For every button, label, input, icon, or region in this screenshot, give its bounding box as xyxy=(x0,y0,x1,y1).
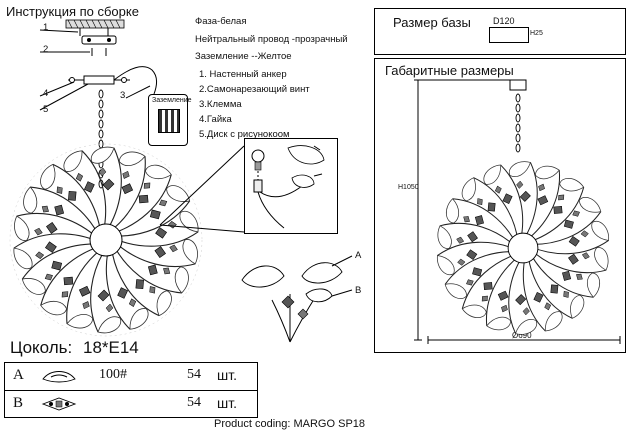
part-item: 2.Самонарезающий винт xyxy=(199,84,310,95)
dim-height: H1050 xyxy=(398,184,419,191)
terminal-block-drawing: Заземление xyxy=(148,94,192,146)
base-size-title: Размер базы xyxy=(393,15,471,30)
base-height: H25 xyxy=(530,30,543,37)
item-letter: A xyxy=(13,367,24,383)
detail-label-b: B xyxy=(355,285,362,296)
chandelier-drawing-right xyxy=(434,161,612,335)
part-item: 4.Гайка xyxy=(199,114,232,125)
table-row: A 100# 54 шт. xyxy=(5,363,257,391)
parts-list: 1. Настенный анкер 2.Самонарезающий винт… xyxy=(199,67,310,142)
wiring-phase: Фаза-белая xyxy=(195,16,247,27)
item-qty: 54 xyxy=(187,395,201,410)
dimensions-panel: Габаритные размеры xyxy=(374,58,626,353)
socket-label: Цоколь: xyxy=(10,338,73,357)
callout-5: 5 xyxy=(43,104,49,115)
part-item: 3.Клемма xyxy=(199,99,242,110)
base-diameter: D120 xyxy=(493,16,515,26)
table-row: B 54 шт. xyxy=(5,390,257,417)
socket-value: 18*E14 xyxy=(82,338,139,357)
items-table: A 100# 54 шт. B 54 шт. xyxy=(4,362,258,418)
item-b-icon xyxy=(41,397,77,411)
item-unit: шт. xyxy=(217,367,237,383)
base-plate-drawing xyxy=(489,27,529,43)
item-code: 100# xyxy=(99,367,127,382)
callout-3: 3 xyxy=(120,90,126,101)
socket-row: Цоколь: 18*E14 xyxy=(10,338,139,358)
item-a-icon xyxy=(42,371,76,383)
callout-1: 1 xyxy=(43,22,49,33)
wiring-ground: Заземление --Желтое xyxy=(195,51,292,62)
ceiling-mount-drawing xyxy=(39,19,158,111)
bulb-detail-drawing xyxy=(251,145,325,229)
instructions-title: Инструкция по сборке xyxy=(6,4,139,19)
dim-diameter: Ø690 xyxy=(512,331,532,340)
petal-detail-drawing xyxy=(241,255,353,343)
part-item: 5.Диск с рисунокоом xyxy=(199,129,290,140)
part-item: 1. Настенный анкер xyxy=(199,69,287,80)
base-size-panel: Размер базы D120 H25 xyxy=(374,8,626,55)
callout-4: 4 xyxy=(43,88,49,99)
chandelier-drawing-left xyxy=(9,143,203,337)
item-letter: B xyxy=(13,395,24,411)
item-qty: 54 xyxy=(187,367,201,382)
callout-2: 2 xyxy=(43,44,49,55)
dimensions-title: Габаритные размеры xyxy=(385,63,514,78)
product-coding: Product coding: MARGO SP18 xyxy=(214,418,366,430)
detail-zoom-box xyxy=(244,138,338,234)
wiring-neutral: Нейтральный провод -прозрачный xyxy=(195,34,348,45)
dimensions-drawing xyxy=(414,79,621,344)
item-unit: шт. xyxy=(217,395,237,411)
terminal-ground-label: Заземление xyxy=(152,97,192,104)
detail-label-a: A xyxy=(355,250,362,261)
